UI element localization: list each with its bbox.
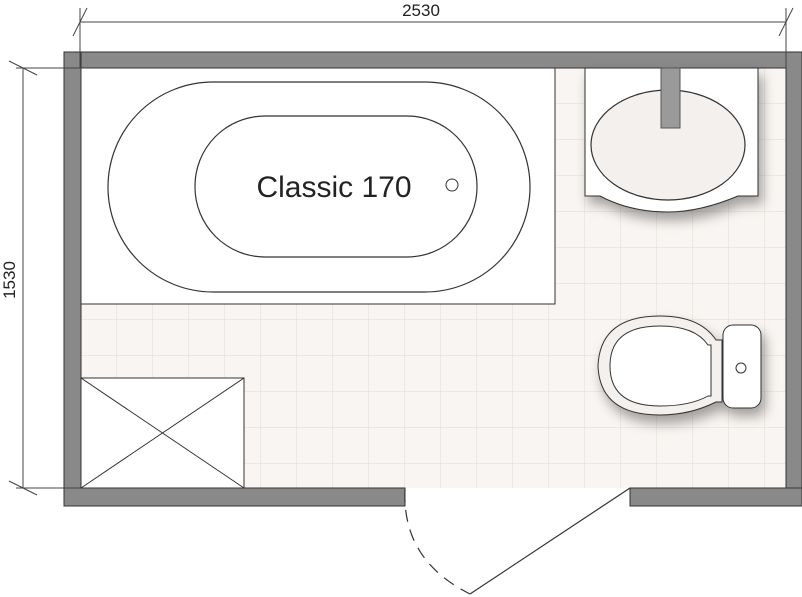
door-swing-arc [404,489,471,595]
flush-button-icon [735,362,747,374]
bottom-wall-right [629,487,802,507]
height-dimension-label: 1530 [0,261,19,299]
bathtub[interactable] [80,67,556,305]
door[interactable] [404,487,631,595]
right-wall [785,51,802,507]
bathtub-basin [194,115,478,258]
width-dimension-label: 2530 [402,1,440,20]
toilet[interactable] [597,315,762,416]
drain-icon [445,178,459,192]
door-leaf [469,487,631,595]
toilet-seat [609,325,712,407]
height-dimension [8,60,81,496]
bottom-wall-left [63,487,406,507]
top-wall [63,51,802,69]
width-dimension [72,7,794,68]
bathtub-label: Classic 170 [256,171,411,204]
left-wall [63,51,82,507]
walls [63,51,802,507]
faucet-icon [660,67,681,129]
shower-tray[interactable] [80,377,245,489]
